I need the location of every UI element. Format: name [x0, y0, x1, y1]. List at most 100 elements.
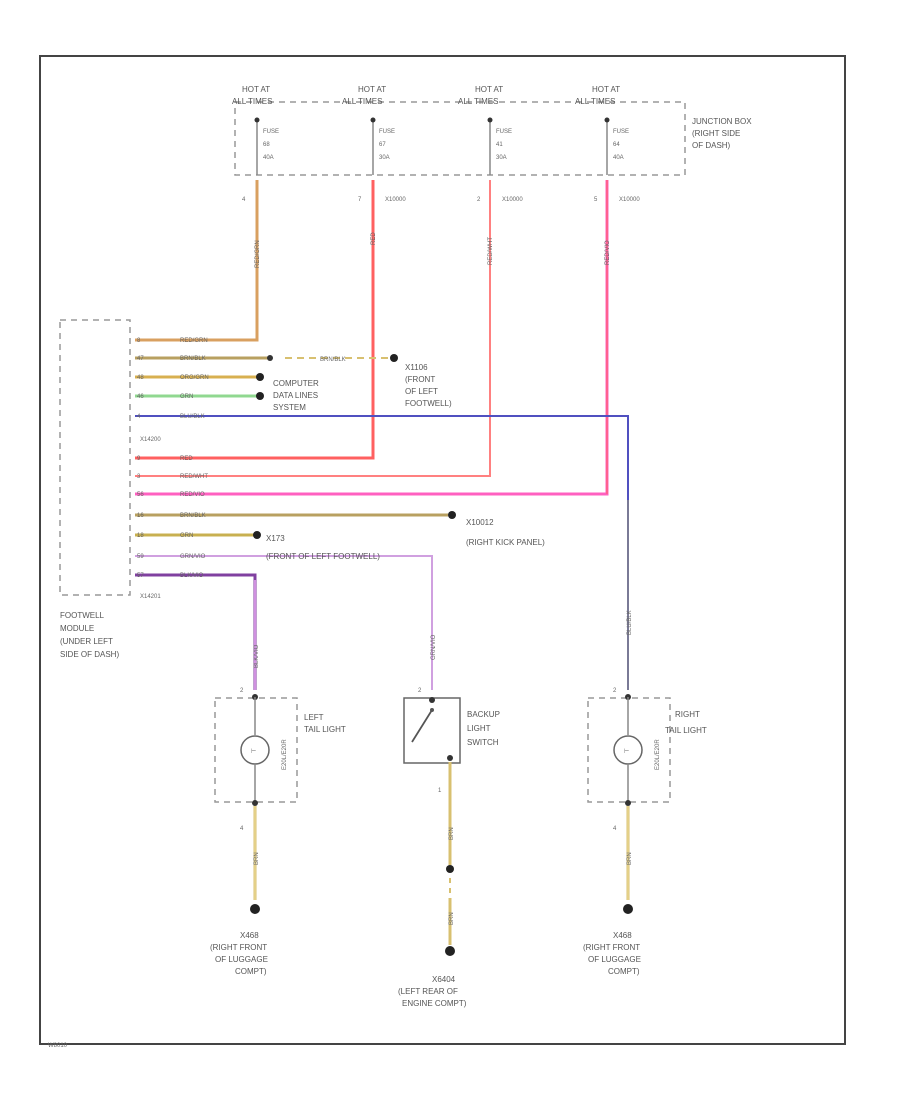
module-label-1: FOOTWELL [60, 611, 105, 620]
right-tail-label-2: TAIL LIGHT [665, 726, 707, 735]
fuse-41-hot-1: HOT AT [475, 85, 503, 94]
svg-text:⊢: ⊢ [624, 748, 629, 755]
wire-grn-vio [135, 555, 433, 690]
backup-wire-bottom-2: BRN [449, 912, 455, 925]
footwell-module-outline [59, 319, 131, 596]
module-pin-10: 59 [137, 554, 144, 560]
left-tail-label-1: LEFT [304, 713, 324, 722]
computer-data-label-1: COMPUTER [273, 379, 319, 388]
fuse-41-rating: 30A [496, 155, 507, 161]
svg-text:⊢: ⊢ [251, 748, 256, 755]
module-pin-wire-6: RED/WHT [180, 474, 208, 480]
module-pin-wire-4: BLU/BLK [180, 414, 205, 420]
module-pin-wire-5: RED [180, 456, 193, 462]
fuse-68-hot-1: HOT AT [242, 85, 270, 94]
x1106-wire-label: BRN/BLK [320, 357, 346, 363]
right-tail-pin-bottom: 4 [613, 826, 617, 832]
backup-label-2: LIGHT [467, 724, 491, 733]
diagram-code: W8010 [48, 1043, 68, 1049]
module-pin-wire-0: RED/GRN [180, 338, 208, 344]
backup-ground-label-1: X6404 [432, 975, 456, 984]
left-tail-outline [214, 697, 298, 803]
module-connector-bottom: X14201 [140, 594, 161, 600]
module-pin-wire-10: GRN/VIO [180, 554, 206, 560]
backup-label-1: BACKUP [467, 710, 500, 719]
module-pin-5: 9 [137, 456, 141, 462]
fuse-68-wire-label: RED/GRN [255, 240, 261, 268]
module-label-3: (UNDER LEFT [60, 637, 113, 646]
wire-blk-vio [135, 573, 257, 690]
junction-box-label-1: JUNCTION BOX [692, 117, 752, 126]
fuse-41-pin: 2 [477, 197, 481, 203]
right-ground-label-2: (RIGHT FRONT [583, 943, 640, 952]
left-tail-light: 2 ⊢ 4 LEFT TAIL LIGHT E20L/E20R BLK/VIO … [210, 644, 346, 976]
left-tail-wire-top: BLK/VIO [254, 644, 260, 668]
fuse-67-hot-2: ALL TIMES [342, 97, 382, 106]
module-pin-wire-9: GRN [180, 533, 193, 539]
module-pin-1: 47 [137, 356, 144, 362]
wire-red-grn [135, 180, 259, 342]
switch-contact-icon [411, 709, 433, 743]
module-pin-2: 48 [137, 375, 144, 381]
fuse-68-hot-2: ALL TIMES [232, 97, 272, 106]
fuse-41: HOT AT ALL TIMES FUSE 41 30A 2 X10000 [458, 85, 523, 203]
left-tail-side-label: E20L/E20R [282, 739, 288, 770]
backup-ground-label-2: (LEFT REAR OF [398, 987, 458, 996]
right-ground-label-4: COMPT) [608, 967, 640, 976]
x173-label-2: (FRONT OF LEFT FOOTWELL) [266, 552, 380, 561]
left-ground-label-2: (RIGHT FRONT [210, 943, 267, 952]
module-pin-wire-8: BRN/BLK [180, 513, 206, 519]
fuse-68-number: 68 [263, 142, 270, 148]
wire-red-wht [135, 180, 491, 477]
backup-pin-bottom: 1 [438, 788, 442, 794]
right-ground-label-1: X468 [613, 931, 632, 940]
x10012-label-1: X10012 [466, 518, 494, 527]
computer-data-label-2: DATA LINES [273, 391, 318, 400]
x1106-label-4: FOOTWELL) [405, 399, 452, 408]
junction-box-outline [234, 101, 686, 176]
diagram-frame [39, 55, 846, 1045]
module-pin-7: 56 [137, 492, 144, 498]
backup-ground-icon [445, 946, 455, 956]
module-pin-0: 8 [137, 338, 141, 344]
fuse-41-wire-label: RED/WHT [488, 237, 494, 265]
backup-switch-box [403, 697, 461, 764]
left-tail-pin-top: 2 [240, 688, 244, 694]
junction-box-label-2: (RIGHT SIDE [692, 129, 740, 138]
junction-box-label-3: OF DASH) [692, 141, 731, 150]
x10012-label-2: (RIGHT KICK PANEL) [466, 538, 545, 547]
fuse-41-number: 41 [496, 142, 503, 148]
fuse-68: HOT AT ALL TIMES FUSE 68 40A 4 [232, 85, 279, 203]
module-pin-wire-2: ORG/GRN [180, 375, 209, 381]
fuse-64-wire-label: RED/VIO [605, 240, 611, 265]
backup-pin-top: 2 [418, 688, 422, 694]
left-ground-label-1: X468 [240, 931, 259, 940]
wire-red-vio [135, 180, 609, 496]
x173-label-1: X173 [266, 534, 285, 543]
right-tail-side-label: E20L/E20R [655, 739, 661, 770]
left-ground-label-4: COMPT) [235, 967, 267, 976]
module-label-2: MODULE [60, 624, 94, 633]
right-tail-pin-top: 2 [613, 688, 617, 694]
module-pin-wire-7: RED/VIO [180, 492, 205, 498]
fuse-64-rating: 40A [613, 155, 624, 161]
backup-light-switch: 2 1 BACKUP LIGHT SWITCH GRN/VIO BRN BRN … [398, 634, 500, 1008]
fuse-41-hot-2: ALL TIMES [458, 97, 498, 106]
fuse-64-number: 64 [613, 142, 620, 148]
fuse-64-pin: 5 [594, 197, 598, 203]
left-tail-pin-bottom: 4 [240, 826, 244, 832]
module-pin-wire-11: BLK/VIO [180, 573, 204, 579]
fuse-67-connector: X10000 [385, 197, 406, 203]
backup-ground-label-3: ENGINE COMPT) [402, 999, 467, 1008]
fuse-41-connector: X10000 [502, 197, 523, 203]
right-tail-wire-top: BLU/BLK [627, 610, 633, 635]
module-label-4: SIDE OF DASH) [60, 650, 119, 659]
fuse-67-hot-1: HOT AT [358, 85, 386, 94]
left-tail-label-2: TAIL LIGHT [304, 725, 346, 734]
fuse-67-wire-label: RED [371, 232, 377, 245]
fuse-64-label: FUSE [613, 129, 629, 135]
fuse-67-pin: 7 [358, 197, 362, 203]
computer-data-label-3: SYSTEM [273, 403, 306, 412]
x1106-label-3: OF LEFT [405, 387, 438, 396]
